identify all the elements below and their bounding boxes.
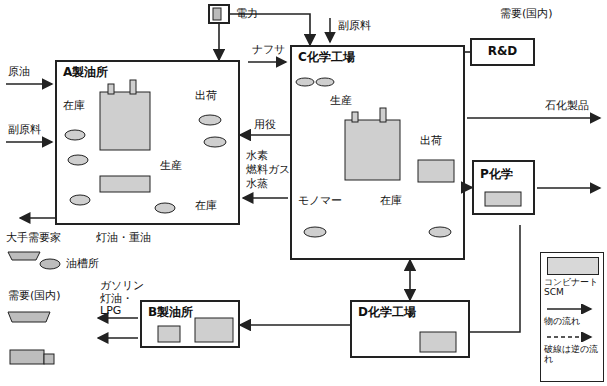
flow-label: 大手需要家 (6, 232, 61, 245)
node-title: P化学 (480, 168, 513, 182)
flow-label: 副原料 (338, 20, 371, 33)
facility-box: C化学工場生産出荷モノマー 在庫 (290, 45, 465, 260)
node-title: C化学工場 (298, 51, 355, 65)
node-text: 在庫 (380, 195, 402, 208)
node-text: 在庫 (63, 100, 85, 113)
node-title: D化学工場 (358, 306, 416, 320)
flow-label: 需要(国内) (8, 290, 61, 303)
facility-box: A製油所在庫出荷生産在庫 (55, 60, 240, 225)
flow-label: 原油 (8, 66, 30, 79)
legend-text: 破線は逆の流れ (544, 344, 602, 365)
node-text: 出荷 (420, 135, 442, 148)
flow-label: 水素 (246, 150, 268, 163)
legend-box: コンビナート SCM 物の流れ破線は逆の流れ (540, 252, 604, 382)
flow-label: 水蒸 (246, 178, 268, 191)
node-text: 在庫 (195, 200, 217, 213)
node-text: 生産 (160, 160, 182, 173)
power-plant-box: 電力 (208, 4, 230, 24)
node-title: 電力 (236, 8, 258, 21)
flow-arrow (240, 324, 350, 326)
legend-arrow-sample (545, 304, 601, 314)
edge-label: 用役 (252, 119, 278, 132)
flow-label: 副原料 (8, 124, 41, 137)
node-title: A製油所 (63, 66, 108, 80)
facility-box: P化学 (472, 160, 535, 215)
flow-label: 灯油・重油 (96, 232, 151, 245)
facility-box: D化学工場 (350, 300, 470, 358)
flow-arrow (240, 134, 290, 136)
flow-label: 石化製品 (545, 100, 589, 113)
flow-arrow (409, 260, 411, 300)
node-text: 出荷 (195, 90, 217, 103)
flow-label: 需要(国内) (500, 8, 553, 21)
legend-arrow-sample (545, 332, 601, 342)
flow-label: ナフサ (252, 44, 285, 57)
node-text: 生産 (330, 95, 352, 108)
node-title: R&D (488, 45, 518, 59)
node-text: モノマー (298, 195, 342, 208)
facility-box: R&D (470, 38, 535, 66)
flow-label: ガソリン 灯油・LPG (100, 280, 148, 318)
flow-arrow (218, 24, 220, 60)
legend-text: コンビナート SCM (544, 277, 602, 298)
legend-text: 物の流れ (544, 316, 602, 326)
flow-label: 油槽所 (66, 258, 99, 271)
node-title: B製油所 (148, 306, 193, 320)
legend-swatch (547, 257, 599, 275)
facility-box: B製油所 (140, 300, 240, 348)
flow-label: 燃料ガス (246, 164, 290, 177)
flow-arrow (465, 187, 472, 189)
